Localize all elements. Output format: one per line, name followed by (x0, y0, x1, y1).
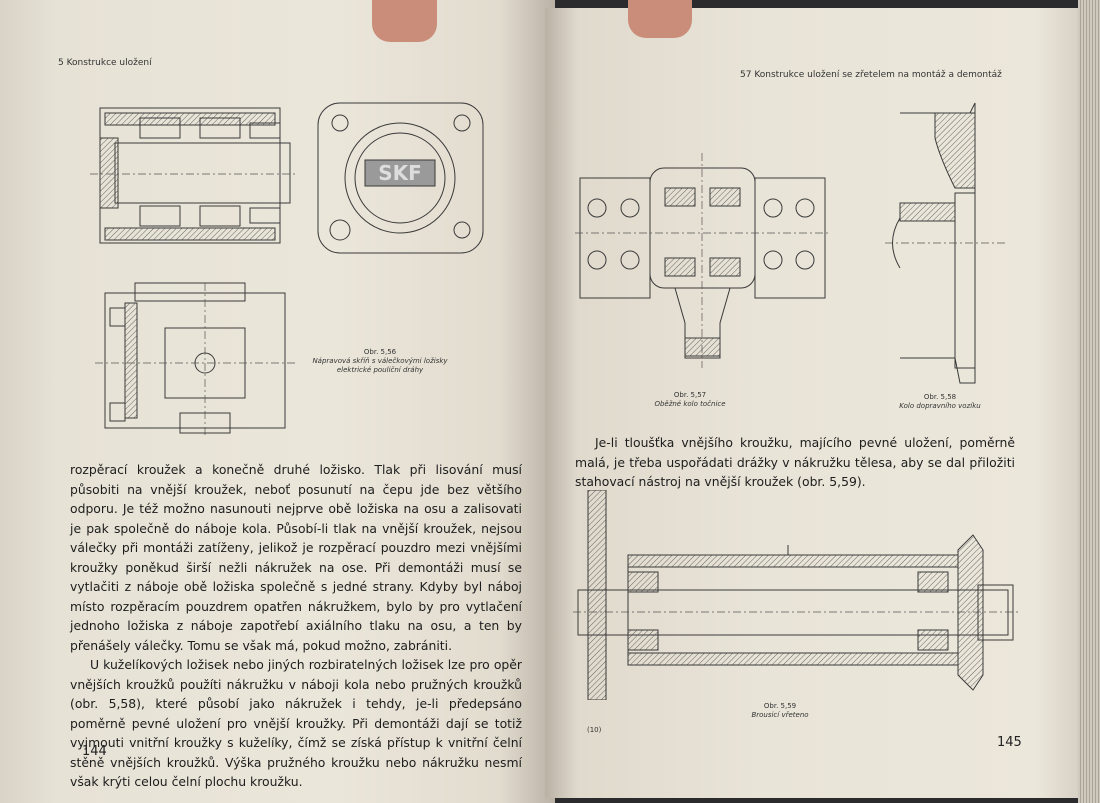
left-paragraph-1: rozpěrací kroužek a konečně druhé ložisk… (70, 462, 522, 653)
figure-5-56-title: Nápravová skříň s válečkovými ložisky el… (312, 357, 448, 374)
figure-5-57-number: Obr. 5,57 (673, 391, 707, 399)
right-page-number: 145 (997, 735, 1022, 750)
axle-box-section-view (90, 107, 295, 244)
figure-5-56-number: Obr. 5,56 (363, 348, 397, 356)
figure-5-57-caption: Obr. 5,57 Oběžné kolo točnice (625, 391, 755, 409)
left-page: 5 Konstrukce uložení SKF (0, 0, 555, 803)
figure-5-58-title: Kolo dopravního vozíku (899, 402, 981, 410)
figure-5-57-drawing (575, 153, 830, 368)
figure-5-59-caption: Obr. 5,59 Brousicí vřeteno (725, 702, 835, 720)
figure-5-58-number: Obr. 5,58 (923, 393, 957, 401)
figure-5-57-title: Oběžné kolo točnice (654, 400, 726, 408)
right-thumb (628, 0, 692, 38)
figure-5-59-drawing (573, 490, 1018, 700)
right-running-header: 57 Konstrukce uložení se zřetelem na mon… (740, 70, 1002, 80)
left-body-text: rozpěrací kroužek a konečně druhé ložisk… (70, 460, 522, 792)
right-page: 57 Konstrukce uložení se zřetelem na mon… (545, 8, 1090, 798)
signature-mark: (10) (587, 726, 602, 734)
left-page-number: 144 (82, 744, 107, 759)
grinding-spindle-drawing (573, 490, 1018, 700)
figure-5-58-drawing (885, 102, 1005, 384)
axle-box-front-view: SKF (317, 102, 484, 254)
figure-5-59-title: Brousicí vřeteno (751, 711, 809, 719)
figure-5-56-caption: Obr. 5,56 Nápravová skříň s válečkovými … (300, 348, 460, 375)
left-running-header: 5 Konstrukce uložení (58, 58, 152, 68)
axle-box-top-view (95, 282, 295, 438)
left-paragraph-2: U kuželíkových ložisek nebo jiných rozbi… (70, 657, 522, 789)
figure-5-58-caption: Obr. 5,58 Kolo dopravního vozíku (885, 393, 995, 411)
turntable-wheel-drawing (575, 153, 830, 368)
left-thumb (372, 0, 437, 42)
right-paragraph: Je-li tloušťka vnějšího kroužku, majícíh… (575, 435, 1015, 489)
book-page-edges (1078, 0, 1100, 803)
trolley-wheel-drawing (885, 102, 1005, 384)
figure-5-56-drawing: SKF (90, 102, 484, 438)
skf-logo: SKF (378, 161, 422, 185)
figure-5-59-number: Obr. 5,59 (763, 702, 797, 710)
right-body-text: Je-li tloušťka vnějšího kroužku, majícíh… (575, 433, 1015, 492)
